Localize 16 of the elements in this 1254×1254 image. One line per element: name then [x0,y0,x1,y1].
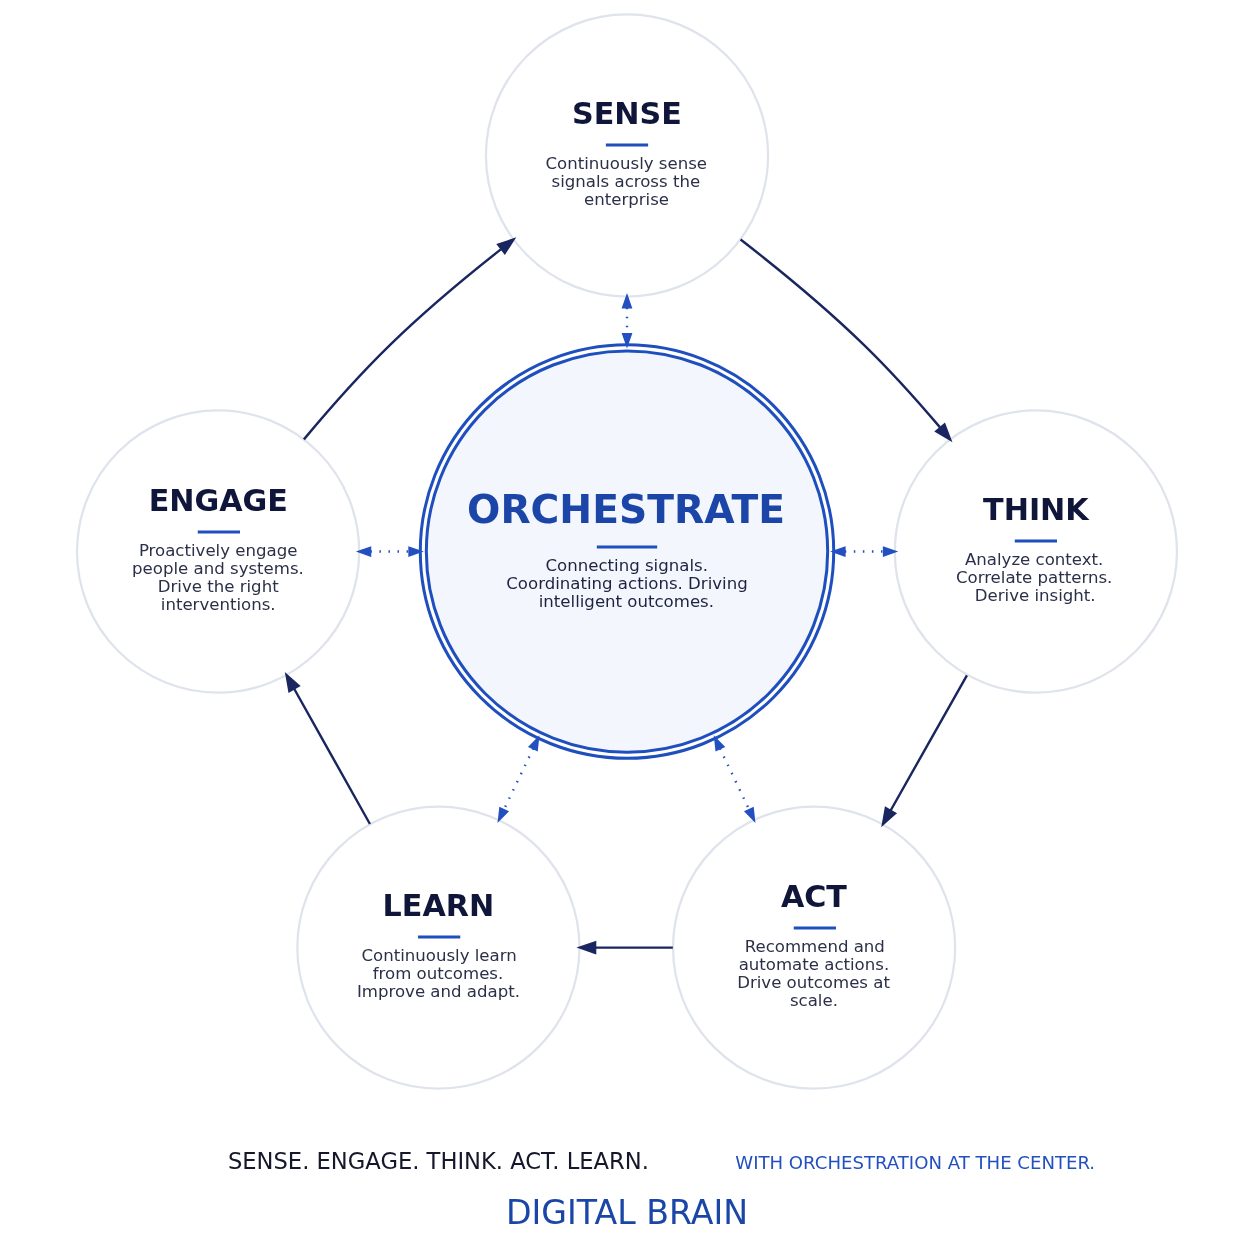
arrow [739,238,953,443]
arrow [830,546,899,557]
arrow [497,735,540,823]
diagram-title: DIGITAL BRAIN [505,1192,749,1232]
arrow [284,672,371,825]
arrow [576,940,673,955]
label: SENSE. ENGAGE. THINK. ACT. LEARN. [227,1148,649,1175]
arrow [713,735,756,823]
node-circle: ORCHESTRATE Connecting signals. Coordinating actions. Driving intelligent outcomes. [418,343,836,760]
node-circle: THINK Analyze context. Correlate patterns. Derive insight. [893,409,1179,694]
node-circle: SENSE Continuously sense signals across the enterprise [484,13,770,298]
arrow [355,546,424,557]
label: WITH ORCHESTRATION AT THE CENTER. [735,1151,1096,1173]
arrow [881,674,968,828]
arrow [302,237,517,441]
arrow [621,293,633,349]
